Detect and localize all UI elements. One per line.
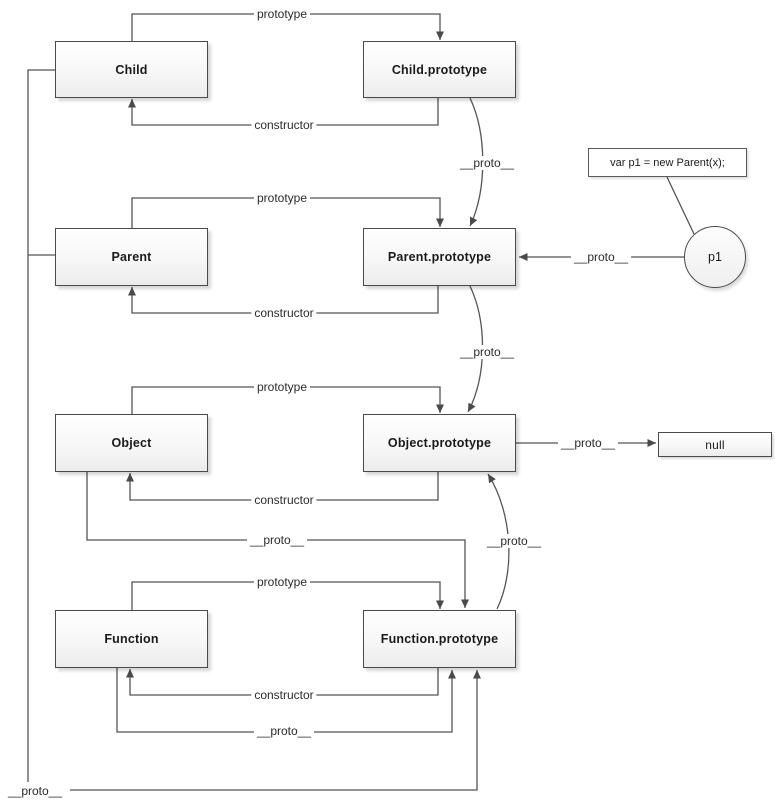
function-prototype-box: Function.prototype (363, 610, 516, 668)
null-box-label: null (705, 437, 725, 452)
edge-left-rail (27, 69, 55, 782)
parent-box: Parent (55, 228, 208, 286)
proto-edge-label: __proto__ (483, 534, 545, 548)
function-prototype-box-label: Function.prototype (380, 632, 499, 646)
p1-instance-circle: p1 (684, 226, 746, 288)
proto-edge-label: __proto__ (253, 724, 315, 738)
parent-prototype-box-label: Parent.prototype (387, 250, 492, 264)
prototype-edge-label: prototype (253, 380, 311, 394)
null-box: null (658, 432, 772, 457)
proto-edge-label: __proto__ (456, 345, 518, 359)
parent-box-label: Parent (111, 250, 152, 264)
constructor-edges (126, 98, 439, 696)
function-box-label: Function (104, 632, 159, 646)
proto-edge-label: __proto__ (557, 436, 619, 450)
object-box-label: Object (111, 436, 152, 450)
child-prototype-box-label: Child.prototype (391, 62, 488, 77)
constructor-edge-label: constructor (251, 118, 317, 132)
proto-edge-label: __proto__ (570, 250, 632, 264)
code-note-label: var p1 = new Parent(x); (610, 156, 725, 169)
proto-edge-label: __proto__ (4, 784, 66, 798)
proto-edge-label: __proto__ (246, 533, 308, 547)
edge-rail-to-functionproto (70, 670, 481, 791)
constructor-edge-label: constructor (251, 688, 317, 702)
function-box: Function (55, 610, 208, 668)
object-prototype-box: Object.prototype (363, 414, 516, 472)
p1-instance-label: p1 (708, 250, 722, 264)
prototype-edge-label: prototype (253, 191, 311, 205)
proto-edge-label: __proto__ (456, 156, 518, 170)
object-box: Object (55, 414, 208, 472)
prototype-edge-label: prototype (253, 575, 311, 589)
child-prototype-box: Child.prototype (363, 41, 516, 98)
child-box: Child (55, 41, 208, 98)
constructor-edge-label: constructor (251, 493, 317, 507)
code-note: var p1 = new Parent(x); (588, 148, 747, 177)
prototype-edge-label: prototype (253, 7, 311, 21)
child-box-label: Child (115, 62, 148, 77)
object-prototype-box-label: Object.prototype (387, 436, 492, 450)
constructor-edge-label: constructor (251, 306, 317, 320)
edge-p1-callout (666, 176, 695, 235)
parent-prototype-box: Parent.prototype (363, 228, 516, 286)
